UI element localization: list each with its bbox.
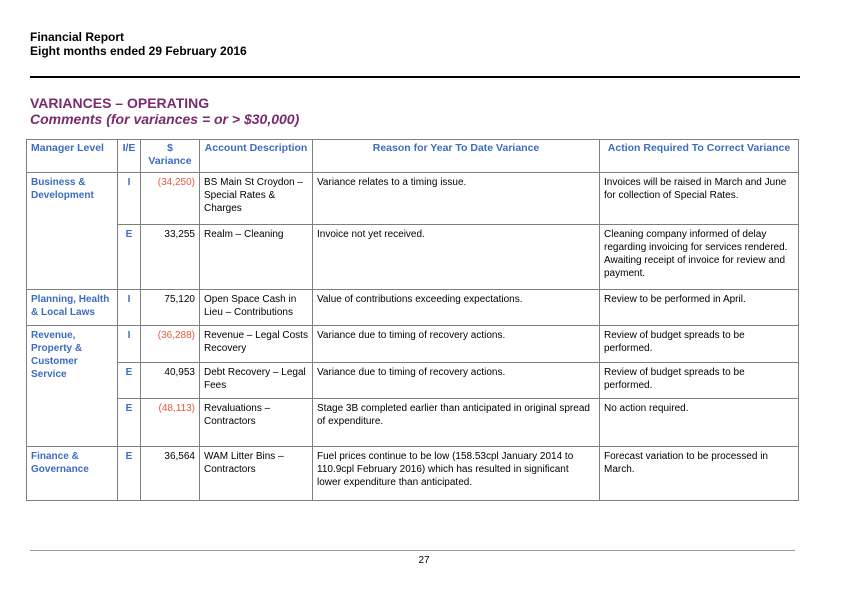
action-cell: Review of budget spreads to be performed… — [599, 325, 799, 363]
reason-cell: Variance due to timing of recovery actio… — [312, 362, 600, 399]
ie-cell: I — [117, 289, 141, 326]
account-cell: Open Space Cash in Lieu – Contributions — [199, 289, 313, 326]
account-cell: Revaluations – Contractors — [199, 398, 313, 447]
report-title: Financial Report — [30, 30, 125, 44]
table-row: Revenue, Property & Customer Service I (… — [26, 325, 799, 447]
variance-cell: 40,953 — [140, 362, 200, 399]
footer-divider — [30, 550, 795, 551]
manager-cell: Planning, Health & Local Laws — [26, 289, 118, 326]
account-cell: WAM Litter Bins – Contractors — [199, 446, 313, 501]
action-cell: No action required. — [599, 398, 799, 447]
account-cell: Revenue – Legal Costs Recovery — [199, 325, 313, 363]
account-cell: Debt Recovery – Legal Fees — [199, 362, 313, 399]
ie-cell: I — [117, 325, 141, 363]
table-header-row: Manager Level I/E $ Variance Account Des… — [26, 139, 799, 173]
manager-cell: Finance & Governance — [26, 446, 118, 501]
ie-cell: E — [117, 224, 141, 290]
manager-cell: Revenue, Property & Customer Service — [26, 325, 118, 447]
table-row: E (48,113) Revaluations – Contractors St… — [27, 398, 799, 447]
variance-cell: 36,564 — [140, 446, 200, 501]
reason-cell: Stage 3B completed earlier than anticipa… — [312, 398, 600, 447]
account-cell: BS Main St Croydon – Special Rates & Cha… — [199, 172, 313, 225]
reason-cell: Variance due to timing of recovery actio… — [312, 325, 600, 363]
action-cell: Invoices will be raised in March and Jun… — [599, 172, 799, 225]
variance-table: Manager Level I/E $ Variance Account Des… — [26, 139, 799, 501]
table-row: Planning, Health & Local Laws I 75,120 O… — [26, 289, 799, 326]
table-row: E 33,255 Realm – Cleaning Invoice not ye… — [27, 224, 799, 290]
section-subtitle: Comments (for variances = or > $30,000) — [30, 111, 300, 127]
ie-cell: E — [117, 398, 141, 447]
reason-cell: Fuel prices continue to be low (158.53cp… — [312, 446, 600, 501]
report-period: Eight months ended 29 February 2016 — [30, 44, 247, 58]
action-cell: Forecast variation to be processed in Ma… — [599, 446, 799, 501]
manager-cell: Business & Development — [26, 172, 118, 290]
variance-cell: (48,113) — [140, 398, 200, 447]
col-header-variance: $ Variance — [140, 139, 200, 173]
variance-cell: (34,250) — [140, 172, 200, 225]
reason-cell: Invoice not yet received. — [312, 224, 600, 290]
reason-cell: Value of contributions exceeding expecta… — [312, 289, 600, 326]
col-header-manager: Manager Level — [26, 139, 118, 173]
account-cell: Realm – Cleaning — [199, 224, 313, 290]
ie-cell: I — [117, 172, 141, 225]
variance-cell: (36,288) — [140, 325, 200, 363]
action-cell: Review to be performed in April. — [599, 289, 799, 326]
ie-cell: E — [117, 362, 141, 399]
report-header: Financial Report Eight months ended 29 F… — [30, 30, 247, 58]
variance-cell: 75,120 — [140, 289, 200, 326]
col-header-reason: Reason for Year To Date Variance — [312, 139, 600, 173]
variance-cell: 33,255 — [140, 224, 200, 290]
action-cell: Cleaning company informed of delay regar… — [599, 224, 799, 290]
reason-cell: Variance relates to a timing issue. — [312, 172, 600, 225]
header-divider — [30, 76, 800, 78]
ie-cell: E — [117, 446, 141, 501]
table-row: Business & Development I (34,250) BS Mai… — [26, 172, 799, 290]
page-number: 27 — [418, 555, 430, 566]
section-title: VARIANCES – OPERATING — [30, 95, 210, 111]
table-row: E 40,953 Debt Recovery – Legal Fees Vari… — [27, 362, 799, 399]
action-cell: Review of budget spreads to be performed… — [599, 362, 799, 399]
col-header-ie: I/E — [117, 139, 141, 173]
col-header-account: Account Description — [199, 139, 313, 173]
table-row: Finance & Governance E 36,564 WAM Litter… — [26, 446, 799, 501]
col-header-action: Action Required To Correct Variance — [599, 139, 799, 173]
